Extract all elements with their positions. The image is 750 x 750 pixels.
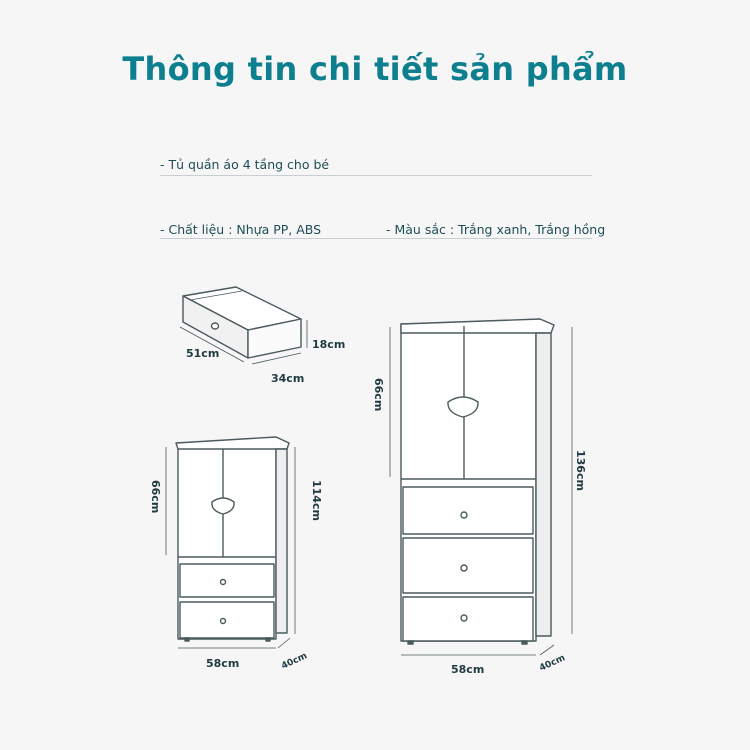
drawer-height-label: 18cm xyxy=(312,338,345,351)
divider xyxy=(160,175,592,176)
large-width-label: 58cm xyxy=(451,663,484,676)
drawer-length-label: 51cm xyxy=(186,347,219,360)
large-door-height-label: 66cm xyxy=(372,378,385,411)
drawer-width-label: 34cm xyxy=(271,372,304,385)
color-text: - Màu sắc : Trắng xanh, Trắng hồng xyxy=(386,222,606,237)
small-total-height-label: 114cm xyxy=(310,480,323,521)
small-width-label: 58cm xyxy=(206,657,239,670)
page-title: Thông tin chi tiết sản phẩm xyxy=(122,50,628,88)
small-cabinet-illustration xyxy=(165,436,296,649)
divider xyxy=(160,238,592,239)
large-total-height-label: 136cm xyxy=(574,450,587,491)
large-cabinet-illustration xyxy=(389,318,573,656)
drawer-illustration xyxy=(179,286,308,365)
small-depth-label: 40cm xyxy=(280,651,309,672)
small-door-height-label: 66cm xyxy=(149,480,162,513)
large-depth-label: 40cm xyxy=(538,653,567,674)
product-name: - Tủ quần áo 4 tầng cho bé xyxy=(160,157,330,172)
material-text: - Chất liệu : Nhựa PP, ABS xyxy=(160,222,322,237)
